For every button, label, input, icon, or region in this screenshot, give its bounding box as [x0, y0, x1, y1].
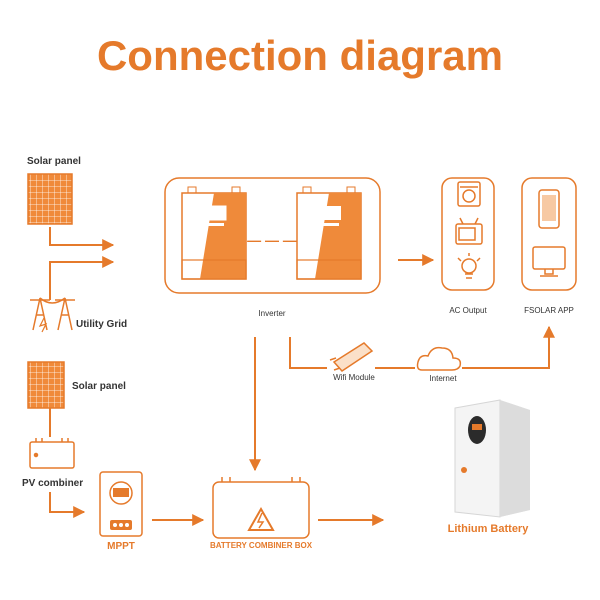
monitor-icon [532, 246, 566, 277]
tv-icon [455, 217, 483, 245]
solar-panel-top-label: Solar panel [27, 156, 81, 167]
solar-panel-bottom-label: Solar panel [72, 381, 126, 392]
lithium-battery-icon [454, 399, 530, 518]
battery-combiner-label: BATTERY COMBINER BOX [210, 541, 313, 550]
battery-combiner-icon [212, 477, 310, 539]
inverter-icon [181, 186, 247, 280]
connector-solar-to-inverter [49, 227, 115, 300]
utility-grid-label: Utility Grid [76, 319, 127, 330]
ac-output-label: AC Output [449, 306, 487, 315]
pv-combiner-label: PV combiner [22, 478, 83, 489]
cloud-icon [416, 346, 462, 371]
smartphone-icon [538, 189, 560, 229]
ac-output-frame [441, 177, 495, 291]
washing-machine-icon [457, 181, 481, 207]
light-bulb-icon [457, 253, 481, 279]
solar-panel-icon [27, 173, 73, 225]
connector-inverter-wifi-app [289, 325, 555, 369]
wifi-module-icon [329, 342, 374, 372]
page-title: Connection diagram [97, 32, 503, 79]
fsolar-app-label: FSOLAR APP [524, 306, 574, 315]
pv-combiner-icon [29, 438, 75, 469]
inverter-icon-2 [296, 186, 362, 280]
mppt-label: MPPT [107, 541, 135, 552]
solar-panel-icon-2 [27, 361, 65, 409]
lithium-battery-label: Lithium Battery [448, 523, 530, 535]
inverter-ellipsis: — — — [247, 232, 297, 248]
fsolar-app-frame [521, 177, 577, 291]
wifi-module-label: Wifi Module [333, 373, 375, 382]
inverter-label: Inverter [258, 309, 285, 318]
utility-grid-icon [30, 297, 75, 333]
connector-pvcombiner-to-mppt [49, 492, 86, 518]
internet-label: Internet [429, 374, 457, 383]
inverter-group-frame [164, 177, 381, 294]
mppt-icon [99, 471, 143, 537]
